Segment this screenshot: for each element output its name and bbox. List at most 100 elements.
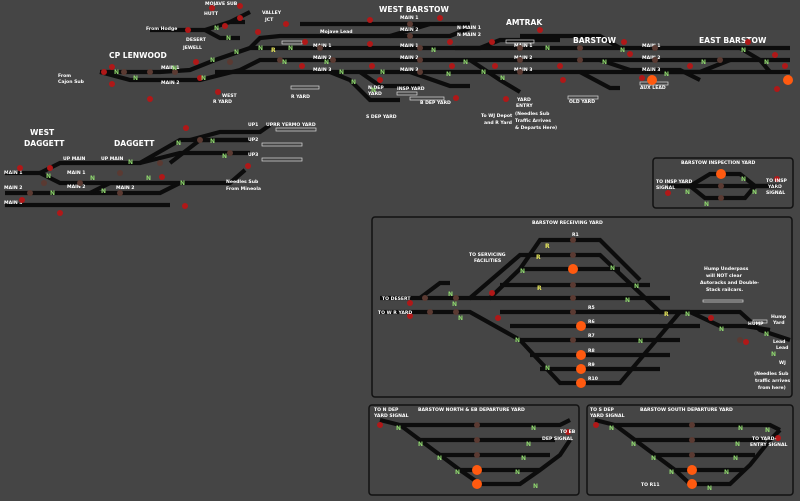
label-main-1c: MAIN 1 [400,43,418,49]
svg-text:N: N [101,188,106,195]
occupied-lamp-aux [647,75,657,85]
svg-text:N: N [685,311,690,318]
label-daggett-main-3: MAIN 3 [4,200,22,206]
svg-text:N: N [764,59,769,66]
label-daggett-main-2b: MAIN 2 [67,184,85,190]
label-aux-lead: AUX LEAD [640,85,666,91]
insp-left-1: TO INSP YARD [656,179,692,185]
label-up-main-2: UP MAIN [101,156,124,162]
svg-text:N: N [452,301,457,308]
label-main-2c: MAIN 2 [400,55,418,61]
north-left-2: YARD SIGNAL [373,413,409,419]
receiving-yard-panel: BARSTOW RECEIVING YARD NN NN NN NN [371,216,793,398]
label-west-barstow: WEST BARSTOW [379,5,449,14]
label-jewell: JEWELL [182,45,202,51]
svg-text:N: N [114,69,119,76]
svg-text:N: N [531,425,536,432]
svg-text:N: N [631,441,636,448]
label-west-daggett-1: WEST [30,128,55,137]
recv-hump-yard-1: Hump [771,314,787,320]
label-daggett-main-2c: MAIN 2 [116,185,134,191]
svg-text:N: N [380,69,385,76]
label-main-1d: MAIN 1 [514,43,532,49]
svg-text:N: N [210,57,215,64]
label-needles-sub-2: From Mineola [226,186,261,192]
svg-text:R: R [664,311,669,318]
insp-right-2: YARD [767,184,782,190]
svg-text:N: N [651,455,656,462]
label-r-yard-2: R YARD [291,94,310,100]
svg-text:N: N [515,469,520,476]
svg-text:N: N [685,189,690,196]
south-right-2: ENTRY SIGNAL [750,442,788,448]
label-west: WEST [222,93,238,99]
label-r-yard: R YARD [213,99,232,105]
label-yard-entry-2: ENTRY [516,103,533,109]
recv-wj: WJ [779,360,786,366]
svg-text:R: R [536,254,541,261]
label-s-dep: S DEP YARD [366,114,397,120]
label-daggett-main-2: MAIN 2 [4,185,22,191]
label-yard-entry-1: YARD [516,97,531,103]
svg-text:N: N [431,47,436,54]
north-left-1: TO N DEP [374,407,399,413]
svg-text:N: N [90,175,95,182]
label-n-dep-1: N DEP [368,85,384,91]
label-amtrak: AMTRAK [506,18,543,27]
svg-text:N: N [701,59,706,66]
recv-r7: R7 [588,333,595,339]
svg-text:N: N [765,427,770,434]
svg-text:N: N [437,455,442,462]
label-main-2b: MAIN 2 [313,55,331,61]
svg-text:N: N [741,47,746,54]
label-main-1b: MAIN 1 [313,43,331,49]
label-up3: UP3 [248,152,258,158]
recv-r8: R8 [588,348,595,354]
label-main-3c: MAIN 3 [514,67,532,73]
label-needles-1: (Needles Sub [515,111,550,117]
svg-text:N: N [733,455,738,462]
label-insp-yard: INSP YARD [397,86,425,92]
label-up-main-1: UP MAIN [63,156,86,162]
inspection-yard-panel: BARSTOW INSPECTION YARD NN NN TO INSP YA… [652,157,794,209]
svg-text:N: N [351,79,356,86]
svg-text:N: N [521,455,526,462]
main-signals[interactable] [17,3,788,216]
svg-text:N: N [133,75,138,82]
north-right-2: DEP SIGNAL [542,436,573,442]
label-main-3b: MAIN 3 [400,67,418,73]
label-main-1f: MAIN 1 [161,65,179,71]
svg-text:N: N [741,176,746,183]
svg-text:N: N [282,59,287,66]
recv-to-desert: TO DESERT [382,296,411,302]
recv-lead-2: Lead [776,345,788,351]
recv-r5: R5 [588,305,595,311]
recv-hump-note-3: Autoracks and Double- [700,280,759,286]
label-b-dep-yard: B DEP YARD [420,100,451,106]
svg-text:N: N [46,173,51,180]
insp-right-3: SIGNAL [766,190,785,196]
svg-text:N: N [526,441,531,448]
label-main-2f: MAIN 2 [161,80,179,86]
recv-hump-note-1: Hump Underpass [704,266,749,272]
recv-r10: R10 [588,376,598,382]
svg-text:N: N [463,59,468,66]
svg-text:R: R [537,285,542,292]
svg-text:N: N [172,65,177,72]
svg-text:N: N [634,283,639,290]
south-left-2: YARD SIGNAL [589,413,625,419]
label-from-cajon-1: From [58,73,71,79]
svg-text:N: N [719,326,724,333]
switch-dots [27,21,723,196]
label-to-wj-2: and R Yard [484,120,512,126]
label-needles-sub-1: Needles Sub [226,179,259,185]
label-main-2d: MAIN 2 [514,55,532,61]
label-up2: UP2 [248,137,258,143]
south-right-1: TO YARD- [752,436,777,442]
recv-hump-note-4: Stack railcars. [706,287,743,293]
label-main-3d: MAIN 3 [642,67,660,73]
recv-note-1: (Needles Sub [754,371,789,377]
receiving-title: BARSTOW RECEIVING YARD [532,220,603,226]
recv-r6: R6 [588,319,595,325]
